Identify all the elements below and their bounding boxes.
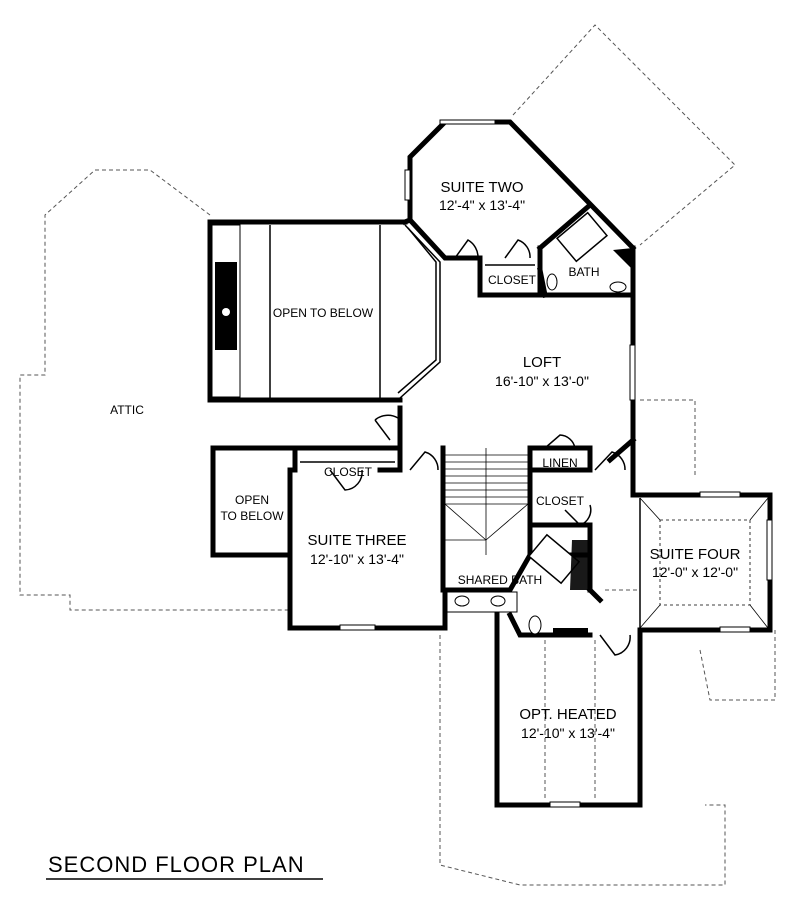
suite-three-dim: 12'-10" x 13'-4" [310,551,404,567]
room-labels: SUITE TWO 12'-4" x 13'-4" OPEN TO BELOW … [110,179,740,741]
suite-two-name: SUITE TWO [440,179,523,196]
plan-title: SECOND FLOOR PLAN [48,852,305,877]
closet-hall-label: CLOSET [536,494,585,508]
exterior-walls [207,119,773,808]
shared-bath-label: SHARED BATH [458,573,542,587]
closet-suite-three-label: CLOSET [324,465,373,479]
linen-label: LINEN [542,456,577,470]
loft-name: LOFT [523,354,561,371]
stairs [444,448,529,555]
plan-title-group: SECOND FLOOR PLAN [46,852,323,880]
open-to-below-small-line1: OPEN [235,493,269,507]
closet-suite-two-label: CLOSET [488,273,537,287]
suite-four-name: SUITE FOUR [650,546,741,563]
roof-outline [19,24,776,886]
suite-three-name: SUITE THREE [308,532,407,549]
bath-label: BATH [568,265,599,279]
open-to-below-label: OPEN TO BELOW [273,306,374,320]
attic-label: ATTIC [110,403,144,417]
interior-details [211,119,773,808]
suite-four-dim: 12'-0" x 12'-0" [652,564,738,580]
open-to-below-small-line2: TO BELOW [220,509,284,523]
suite-two-dim: 12'-4" x 13'-4" [439,197,525,213]
loft-dim: 16'-10" x 13'-0" [495,373,589,389]
opt-heated-dim: 12'-10" x 13'-4" [521,725,615,741]
opt-heated-name: OPT. HEATED [519,706,616,723]
